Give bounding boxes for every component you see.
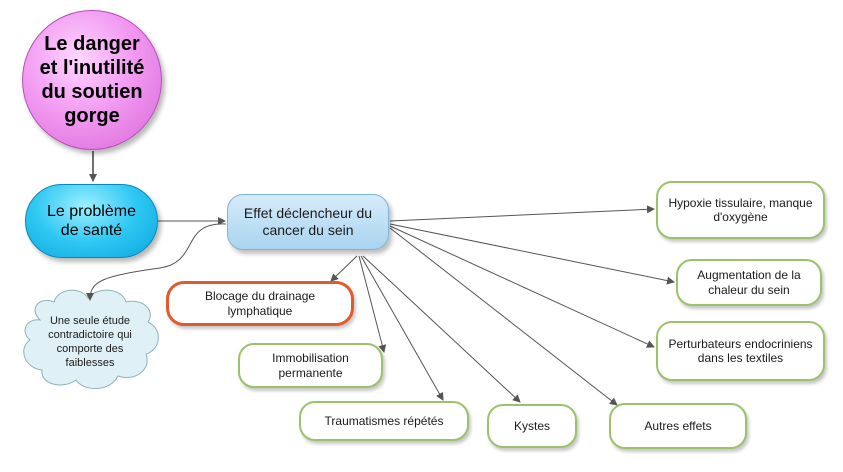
title-node-label: Le danger et l'inutilité du soutien gorg… [39,33,145,127]
heat-node-label: Augmentation de la chaleur du sein [697,268,801,297]
lymph-node[interactable]: Blocage du drainage lymphatique [166,281,354,326]
cysts-node[interactable]: Kystes [487,404,577,448]
title-node[interactable]: Le danger et l'inutilité du soutien gorg… [22,10,162,150]
hypoxia-node[interactable]: Hypoxie tissulaire, manque d'oxygène [656,181,825,239]
connector-trigger-trauma [360,255,444,401]
trigger-node[interactable]: Effet déclencheur du cancer du sein [227,194,389,250]
trauma-node[interactable]: Traumatismes répétés [299,401,469,441]
problem-node-label: Le problème de santé [47,202,136,239]
connector-trigger-cysts [362,255,521,403]
endocrine-node[interactable]: Perturbateurs endocriniens dans les text… [656,321,825,381]
immobil-node[interactable]: Immobilisation permanente [238,343,383,388]
study-node-label[interactable]: Une seule étude contradictoire qui compo… [48,315,132,370]
lymph-node-label: Blocage du drainage lymphatique [204,289,316,318]
study-cloud-shape [23,289,159,389]
other-node[interactable]: Autres effets [609,403,747,449]
problem-node[interactable]: Le problème de santé [25,184,158,258]
hypoxia-node-label: Hypoxie tissulaire, manque d'oxygène [668,195,813,224]
cysts-node-label: Kystes [513,418,550,433]
trauma-node-label: Traumatismes répétés [324,413,444,428]
trigger-node-label: Effet déclencheur du cancer du sein [243,205,373,238]
connector-trigger-immobil [358,255,387,353]
connector-trigger-heat [389,223,675,285]
immobil-node-label: Immobilisation permanente [272,351,349,380]
connector-trigger-hypoxia [389,205,655,222]
endocrine-node-label: Perturbateurs endocriniens dans les text… [668,336,813,365]
connector-trigger-other [389,227,618,406]
other-node-label: Autres effets [644,418,712,433]
connector-trigger-study [86,223,227,301]
connector-trigger-lymph [330,255,358,282]
heat-node[interactable]: Augmentation de la chaleur du sein [676,259,822,306]
connector-trigger-endocrine [389,225,655,348]
